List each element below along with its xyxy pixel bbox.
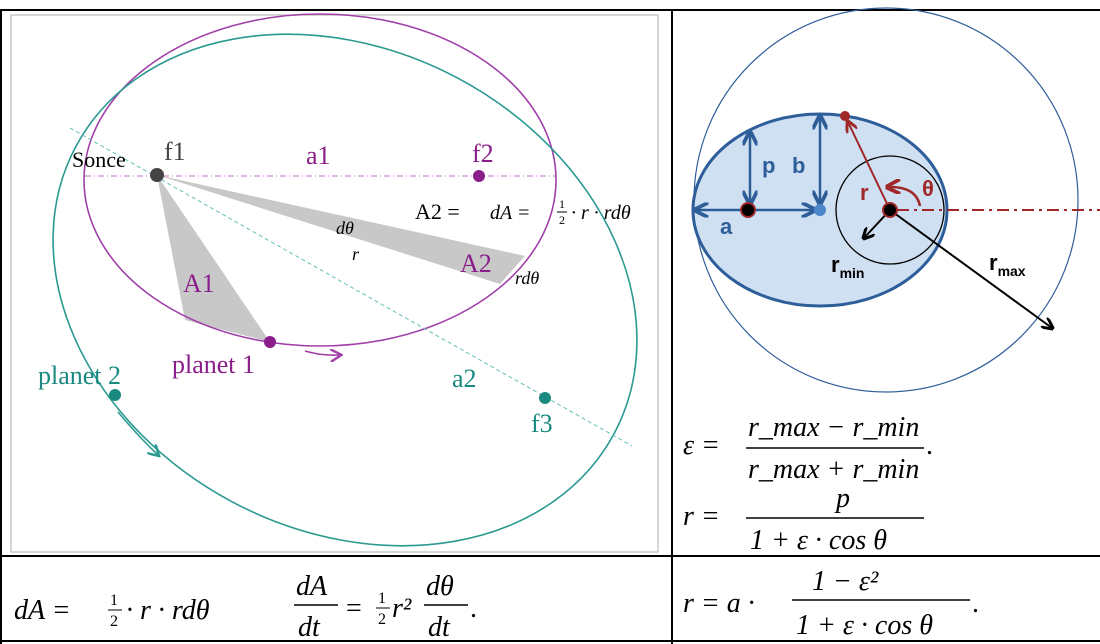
svg-text:r²: r² xyxy=(392,593,412,624)
svg-text:dA =: dA = xyxy=(14,595,71,626)
diagram-frame xyxy=(10,14,659,553)
svg-text:1 − ε²: 1 − ε² xyxy=(812,566,879,597)
table-grid xyxy=(0,9,1100,644)
svg-text:dθ: dθ xyxy=(426,571,454,602)
a2-label: a2 xyxy=(452,364,477,393)
r-arrow xyxy=(848,122,891,211)
focus-f3-dot xyxy=(539,392,551,404)
orbit-equation: r = p 1 + ε · cos θ xyxy=(683,483,924,556)
rmin-label: rmin xyxy=(831,252,864,281)
rmin-circle xyxy=(835,155,945,265)
svg-text:.: . xyxy=(926,430,933,461)
f2-label: f2 xyxy=(472,139,494,168)
f1-label: f1 xyxy=(164,137,186,166)
area-a2 xyxy=(157,175,525,284)
area-a1 xyxy=(157,175,270,342)
f3-label: f3 xyxy=(531,409,553,438)
svg-text:dA: dA xyxy=(296,571,328,602)
sun-label: Sonce xyxy=(72,147,126,172)
rmax-arrow xyxy=(889,209,1052,328)
r-label: r xyxy=(352,244,360,264)
a1-area-label: A1 xyxy=(183,269,215,298)
focus-dot xyxy=(740,202,756,218)
p-label: p xyxy=(762,153,775,178)
svg-text:r =: r = xyxy=(683,501,720,532)
area-rate-formula: dA dt = 1 2 r² dθ dt . xyxy=(294,571,477,643)
dtheta-label: dθ xyxy=(336,218,354,238)
planet1-arrow-icon xyxy=(304,351,340,355)
svg-text:dt: dt xyxy=(428,612,451,643)
planet2-dot xyxy=(109,389,121,401)
area-element-formula: dA = 1 2 · r · rdθ xyxy=(14,592,210,630)
svg-text:r_max + r_min: r_max + r_min xyxy=(748,454,919,485)
svg-text:1: 1 xyxy=(559,197,565,211)
svg-text:r = a ·: r = a · xyxy=(683,588,755,619)
rmax-label: rmax xyxy=(989,250,1026,279)
planet1-label: planet 1 xyxy=(172,350,255,379)
sun-focus-dot xyxy=(882,202,898,218)
r-label-right: r xyxy=(860,180,869,205)
kepler-second-law-diagram: Sonce f1 a1 f2 A1 A2 dθ r rdθ A2 = dA = … xyxy=(10,13,659,553)
a1-label: a1 xyxy=(306,141,331,170)
area-formula: A2 = dA = 1 2 · r · rdθ xyxy=(415,197,631,227)
planet1-dot xyxy=(264,336,276,348)
svg-text:.: . xyxy=(972,588,979,619)
svg-text:1 + ε · cos θ: 1 + ε · cos θ xyxy=(796,610,933,641)
b-label: b xyxy=(792,153,805,178)
svg-text:p: p xyxy=(834,483,850,514)
svg-text:2: 2 xyxy=(559,213,565,227)
svg-text:dA =: dA = xyxy=(490,202,530,224)
svg-text:· r · rdθ: · r · rdθ xyxy=(126,595,210,626)
center-dot xyxy=(814,204,826,216)
planet-dot xyxy=(840,111,850,121)
svg-text:· r · rdθ: · r · rdθ xyxy=(571,202,631,224)
eccentricity-formula: ε = r_max − r_min r_max + r_min . xyxy=(683,412,933,485)
inner-orbit xyxy=(83,13,557,347)
svg-text:A2 =: A2 = xyxy=(415,199,460,224)
svg-text:1: 1 xyxy=(378,590,386,607)
svg-text:1: 1 xyxy=(110,592,118,609)
planet2-arrow-icon xyxy=(117,411,158,455)
svg-text:r_max − r_min: r_max − r_min xyxy=(748,412,919,443)
svg-text:=: = xyxy=(346,593,362,624)
planet2-label: planet 2 xyxy=(38,361,121,390)
theta-arc xyxy=(888,187,922,207)
a2-area-label: A2 xyxy=(460,249,492,278)
a-label: a xyxy=(720,214,733,239)
sun-dot xyxy=(150,168,164,182)
svg-text:2: 2 xyxy=(110,613,118,630)
theta-label: θ xyxy=(922,176,934,201)
svg-text:.: . xyxy=(470,593,477,624)
svg-text:ε =: ε = xyxy=(683,430,720,461)
svg-text:1 + ε · cos θ: 1 + ε · cos θ xyxy=(750,525,887,556)
svg-text:2: 2 xyxy=(378,611,386,628)
orbit-geometry-diagram: p b a r θ rmin rmax xyxy=(691,7,1100,393)
svg-text:dt: dt xyxy=(298,612,321,643)
orbit-semimajor-formula: r = a · 1 − ε² 1 + ε · cos θ . xyxy=(683,566,979,641)
outer-orbit xyxy=(52,33,638,547)
focus-f2-dot xyxy=(473,170,485,182)
major-axis-a2 xyxy=(69,127,633,447)
rdtheta-label: rdθ xyxy=(515,268,539,288)
